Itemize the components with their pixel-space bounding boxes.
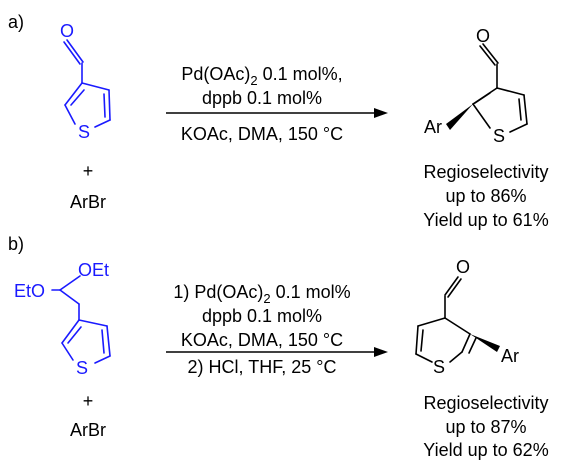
bond xyxy=(449,351,463,363)
bond xyxy=(417,317,446,327)
panel-a-product: O S Ar xyxy=(424,26,528,146)
ethoxy-group: EtO xyxy=(14,281,45,301)
bond xyxy=(103,93,106,118)
aryl-label: Ar xyxy=(501,346,519,366)
bond xyxy=(108,89,111,121)
bond xyxy=(420,329,424,352)
panel-a-label: a) xyxy=(8,12,24,32)
bond xyxy=(461,333,471,353)
bond xyxy=(415,325,419,355)
bond xyxy=(59,289,80,305)
panel-b-conditions-line3: KOAc, DMA, 150 °C xyxy=(181,330,343,350)
wedge-bond xyxy=(446,104,473,130)
panel-b-plus: + xyxy=(83,391,94,411)
bond xyxy=(444,317,471,335)
aryl-label: Ar xyxy=(424,117,442,137)
bond xyxy=(78,319,108,327)
bond xyxy=(61,319,80,344)
bond xyxy=(523,94,528,125)
panel-b-result-line3: Yield up to 62% xyxy=(423,440,548,460)
panel-a-substrate: O S xyxy=(60,21,111,142)
bond xyxy=(59,275,81,291)
bond xyxy=(94,119,111,128)
panel-b-result-line2: up to 87% xyxy=(445,417,526,437)
sulfur-atom: S xyxy=(493,126,505,146)
panel-b-product: O S Ar xyxy=(415,257,519,377)
panel-a-conditions-line1: Pd(OAc)2 0.1 mol%, xyxy=(181,64,342,88)
panel-a-result-line1: Regioselectivity xyxy=(423,162,548,182)
oxygen-atom: O xyxy=(456,257,470,277)
bond xyxy=(70,89,85,106)
bond xyxy=(64,104,76,125)
bond xyxy=(64,82,83,106)
panel-b-conditions-line2: dppb 0.1 mol% xyxy=(202,306,322,326)
bond xyxy=(518,98,522,121)
panel-a-result-line3: Yield up to 61% xyxy=(423,210,548,230)
panel-a-result-line2: up to 86% xyxy=(445,186,526,206)
ethoxy-group: OEt xyxy=(78,260,109,280)
bond xyxy=(496,87,525,96)
bond xyxy=(482,43,499,64)
bond xyxy=(468,337,477,354)
oxygen-atom: O xyxy=(60,21,74,41)
bond xyxy=(61,342,74,361)
bond xyxy=(474,92,491,104)
oxygen-atom: O xyxy=(476,26,490,46)
panel-a-reagent: ArBr xyxy=(70,192,106,212)
panel-a-conditions-line2: dppb 0.1 mol% xyxy=(202,88,322,108)
bond xyxy=(81,82,110,91)
sulfur-atom: S xyxy=(433,357,445,377)
panel-b-conditions-line4: 2) HCl, THF, 25 °C xyxy=(188,357,337,377)
bond xyxy=(66,39,84,63)
sulfur-atom: S xyxy=(78,122,90,142)
panel-b-result-line1: Regioselectivity xyxy=(423,393,548,413)
bond xyxy=(67,326,82,344)
bond xyxy=(444,276,459,296)
panel-a-arrow-head xyxy=(374,108,388,118)
bond xyxy=(472,103,491,129)
bond xyxy=(63,41,81,65)
bond xyxy=(479,45,496,66)
bond xyxy=(415,353,433,363)
bond xyxy=(101,329,105,354)
panel-b-conditions-line1: 1) Pd(OAc)2 0.1 mol% xyxy=(173,282,350,306)
bond xyxy=(509,123,528,133)
panel-b-label: b) xyxy=(8,234,24,254)
panel-b-arrow-head xyxy=(374,347,388,357)
panel-b-substrate: OEt EtO S xyxy=(14,260,111,378)
panel-a-conditions-line3: KOAc, DMA, 150 °C xyxy=(181,124,343,144)
sulfur-atom: S xyxy=(76,358,88,378)
panel-a-plus: + xyxy=(83,161,94,181)
bond xyxy=(447,278,462,298)
wedge-bond xyxy=(470,334,500,352)
bond xyxy=(94,355,111,364)
panel-b-reagent: ArBr xyxy=(70,420,106,440)
bond xyxy=(106,325,111,357)
